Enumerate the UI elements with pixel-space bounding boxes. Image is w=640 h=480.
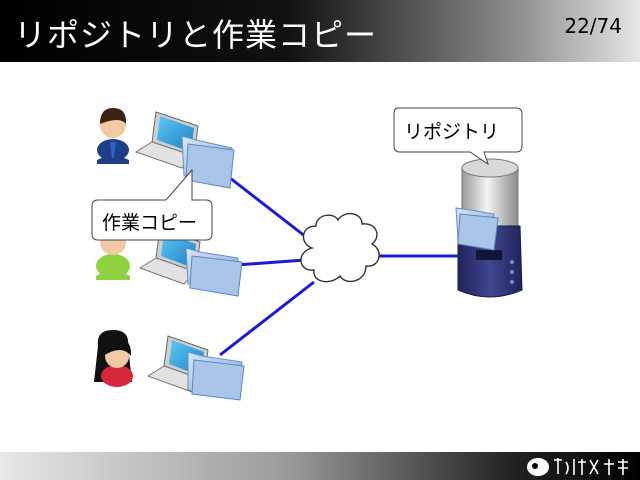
network-cloud-icon [300,213,380,283]
logo-icon [527,458,628,476]
user-woman-icon [94,330,133,387]
link-user1-cloud [229,176,311,242]
link-user3-cloud [219,280,315,357]
slide-header: リポジトリと作業コピー 22/74 [0,0,640,62]
repository-diagram: リポジトリ 作業コピー [91,107,523,401]
page-number: 22/74 [564,14,622,38]
folder-icon [187,351,245,401]
working-copy-callout: 作業コピー [91,168,213,241]
slide-title: リポジトリと作業コピー [14,16,378,54]
folder-icon [185,247,243,297]
folder-icon [181,135,235,189]
repository-label: リポジトリ [404,121,499,143]
user-businessman-icon [97,108,129,164]
working-copy-label: 作業コピー [102,212,197,234]
repository-callout: リポジトリ [393,107,523,166]
folder-icon [455,207,499,251]
link-user2-cloud [235,258,306,267]
